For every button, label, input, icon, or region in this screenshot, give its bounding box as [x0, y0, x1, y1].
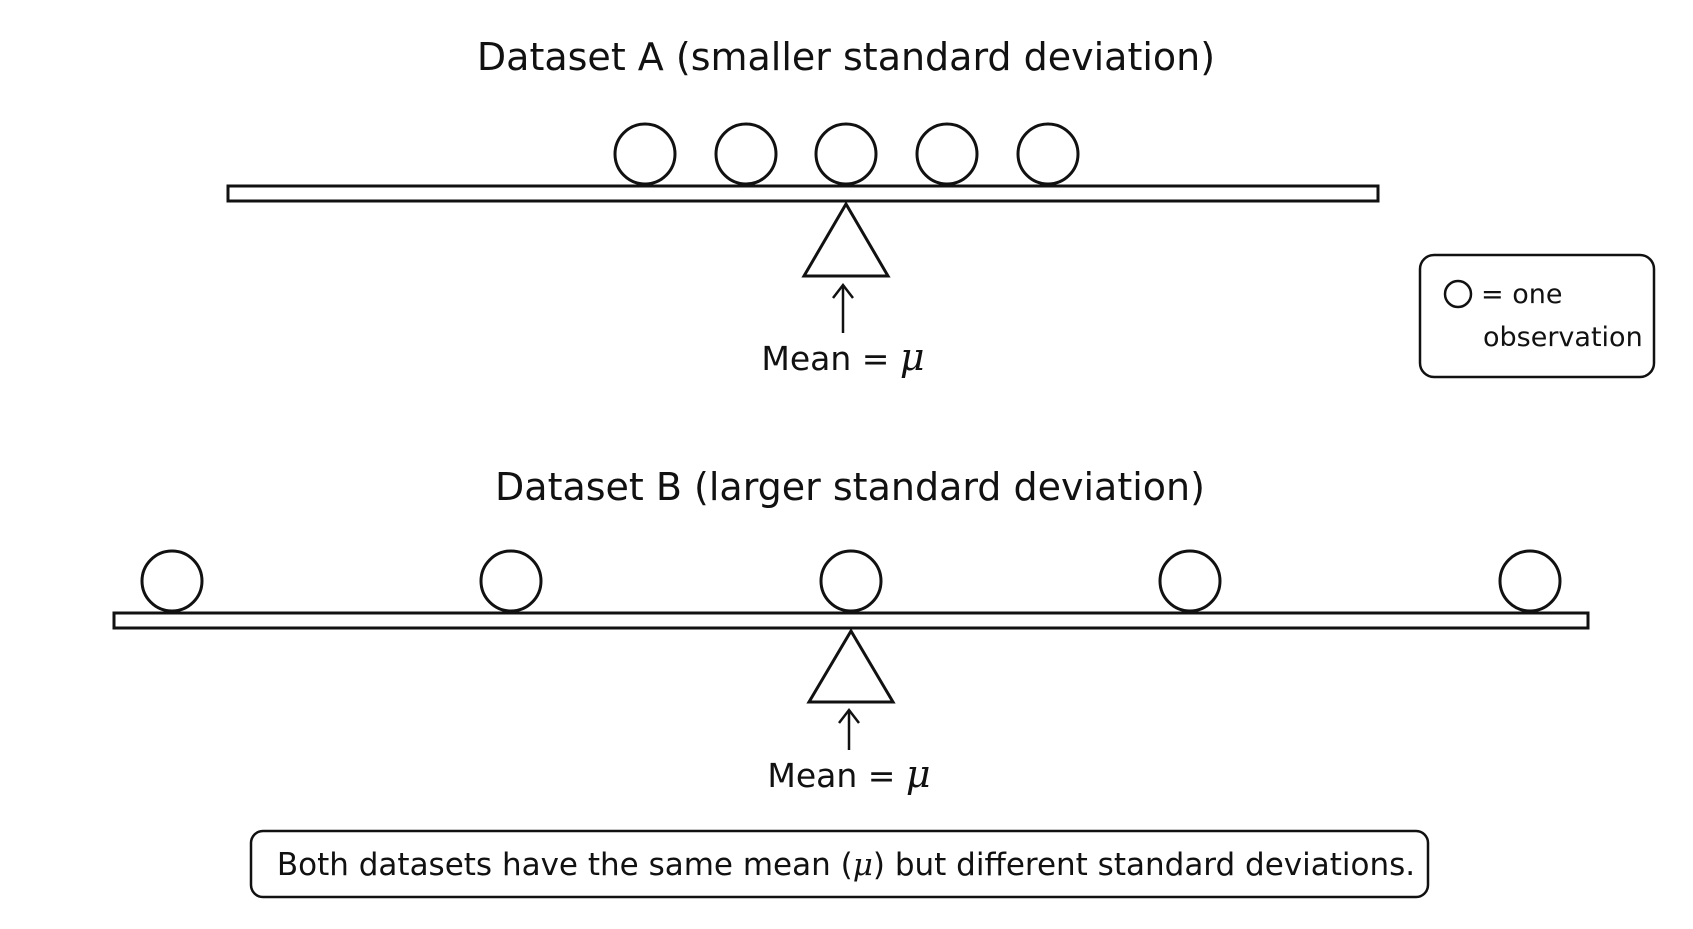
dataset-a-fulcrum	[801, 201, 891, 278]
summary-note: Both datasets have the same mean (μ) but…	[249, 829, 1430, 899]
legend-frame	[1418, 253, 1656, 379]
dataset-a-observation	[714, 122, 778, 186]
dataset-b-observation	[819, 549, 883, 613]
dataset-a-observations	[613, 122, 1080, 186]
dataset-b-title: Dataset B (larger standard deviation)	[495, 465, 1205, 509]
legend-box: = one observation	[1418, 253, 1656, 379]
dataset-a-beam	[226, 184, 1380, 203]
dataset-b-observation	[1498, 549, 1562, 613]
dataset-b-panel: Dataset B (larger standard deviation) Me…	[112, 465, 1590, 796]
dataset-a-mean-arrow	[832, 282, 854, 333]
dataset-a-title: Dataset A (smaller standard deviation)	[477, 35, 1215, 79]
dataset-b-observation	[140, 549, 204, 613]
summary-note-frame	[249, 829, 1430, 899]
dataset-a-observation	[1016, 122, 1080, 186]
dataset-a-observation	[613, 122, 677, 186]
dataset-b-mean-label: Mean = μ	[767, 752, 930, 796]
dataset-a-observation	[915, 122, 979, 186]
dataset-b-observations	[140, 549, 1562, 613]
dataset-b-observation	[479, 549, 543, 613]
legend-observation-icon	[1443, 279, 1473, 309]
dataset-b-observation	[1158, 549, 1222, 613]
dataset-a-panel: Dataset A (smaller standard deviation) M…	[226, 35, 1380, 379]
legend-label-line2: observation	[1483, 322, 1643, 353]
dataset-b-fulcrum	[806, 628, 896, 704]
dataset-b-mean-arrow	[838, 707, 860, 750]
dataset-a-mean-label: Mean = μ	[761, 335, 924, 379]
summary-note-text: Both datasets have the same mean (μ) but…	[277, 847, 1415, 883]
legend-label-line1: = one	[1481, 279, 1562, 310]
dataset-a-observation	[814, 122, 878, 186]
dataset-b-beam	[112, 611, 1590, 630]
